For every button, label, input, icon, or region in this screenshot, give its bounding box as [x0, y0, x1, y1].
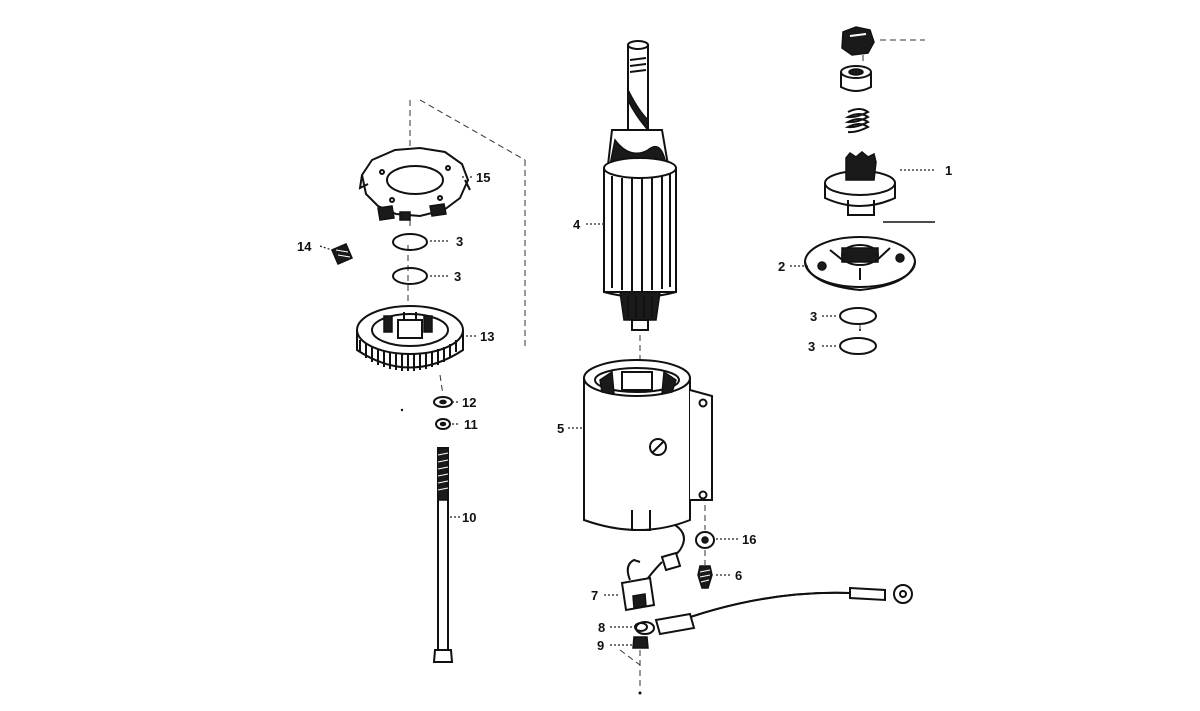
callout-16: 16 [742, 532, 756, 547]
spring-14 [331, 243, 353, 265]
callout-6: 6 [735, 568, 742, 583]
armature [603, 40, 677, 331]
drive-spring [844, 108, 870, 134]
washer-upper-right [839, 307, 877, 325]
callout-11: 11 [464, 417, 478, 432]
field-frame [583, 359, 713, 561]
callout-13: 13 [480, 329, 494, 344]
lockwasher-11 [435, 418, 451, 430]
drive-sleeve [840, 65, 872, 92]
washer-lower-right [839, 337, 877, 355]
callout-15: 15 [476, 170, 490, 185]
scan-specks [400, 329, 861, 695]
lockwasher-8 [634, 622, 648, 632]
callout-3-right-upper: 3 [810, 309, 817, 324]
washer-lower-left [392, 267, 428, 285]
leader-lines [319, 169, 935, 646]
drive-pinion [824, 151, 896, 216]
callout-3-left-upper: 3 [456, 234, 463, 249]
end-cap [804, 236, 916, 292]
callout-8: 8 [598, 620, 605, 635]
washer-upper-left [392, 233, 428, 251]
callout-7: 7 [591, 588, 598, 603]
commutator-end-cap [356, 305, 464, 371]
nut-9 [632, 636, 649, 649]
callout-3-left-lower: 3 [454, 269, 461, 284]
nut-16 [695, 531, 715, 549]
ground-cable [635, 584, 913, 636]
screw-6 [697, 565, 713, 589]
callout-5: 5 [557, 421, 564, 436]
brush-holder [620, 551, 682, 612]
callout-9: 9 [597, 638, 604, 653]
washer-12 [433, 396, 453, 408]
callout-3-right-lower: 3 [808, 339, 815, 354]
callout-4: 4 [573, 217, 581, 232]
callout-2: 2 [778, 259, 785, 274]
brush-plate [358, 146, 471, 221]
callout-1: 1 [945, 163, 952, 178]
through-bolt [432, 447, 454, 663]
drive-nut [841, 26, 875, 56]
callout-12: 12 [462, 395, 476, 410]
callout-14: 14 [297, 239, 312, 254]
callout-10: 10 [462, 510, 476, 525]
callout-labels: 1 2 3 3 3 3 4 5 6 7 8 9 10 11 12 13 14 1… [297, 163, 952, 653]
